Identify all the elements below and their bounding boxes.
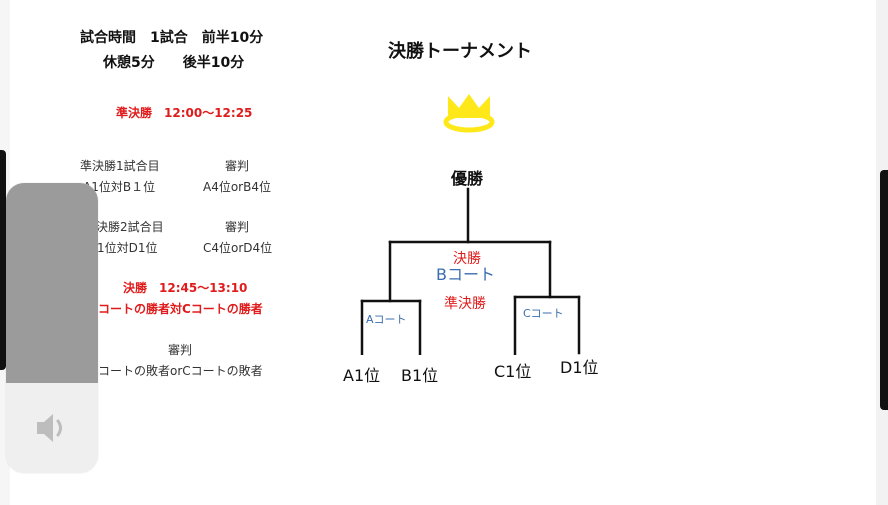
final-referee-label: 審判 [168,343,193,357]
semifinal-time: 準決勝 12:00～12:25 [116,106,253,120]
speaker-icon [37,414,62,442]
match-time-line: 試合時間 1試合 前半10分 [80,30,264,46]
volume-level-fill [6,183,98,383]
final-time: 決勝 12:45～13:10 [123,281,248,295]
right-edge-bar [880,170,888,410]
champion-label: 優勝 [451,169,484,188]
seed-c1: C1位 [494,362,532,381]
final-round-label: 決勝 [453,251,481,267]
semi1-match: A1位対B１位 [83,180,156,194]
seed-d1: D1位 [560,358,599,377]
volume-slider[interactable] [6,183,98,473]
seed-b1: B1位 [401,366,439,385]
semi2-label: 決勝2試合目 [96,220,164,234]
left-edge-bar [0,150,6,370]
semi2-match: 1位対D1位 [97,241,158,255]
semi1-referee: A4位orB4位 [203,180,271,194]
semi1-referee-label: 審判 [225,159,250,173]
court-a-label: Aコート [366,313,407,326]
semi2-referee: C4位orD4位 [203,241,273,255]
bracket-title: 決勝トーナメント [388,41,532,62]
document-page: 試合時間 1試合 前半10分 休憩5分 後半10分 準決勝 12:00～12:2… [10,0,876,505]
semi2-referee-label: 審判 [225,220,250,234]
crown-icon [443,94,495,133]
semifinal-round-label: 準決勝 [444,296,486,312]
seed-a1: A1位 [343,366,381,385]
court-c-label: Cコート [523,307,564,320]
final-referee: コートの敗者orCコートの敗者 [98,364,263,378]
bracket-lines [360,187,581,355]
semi1-label: 準決勝1試合目 [80,159,160,173]
final-match: コートの勝者対Cコートの勝者 [98,302,263,316]
final-court-label: Bコート [436,265,495,284]
break-time-line: 休憩5分 後半10分 [103,55,245,71]
